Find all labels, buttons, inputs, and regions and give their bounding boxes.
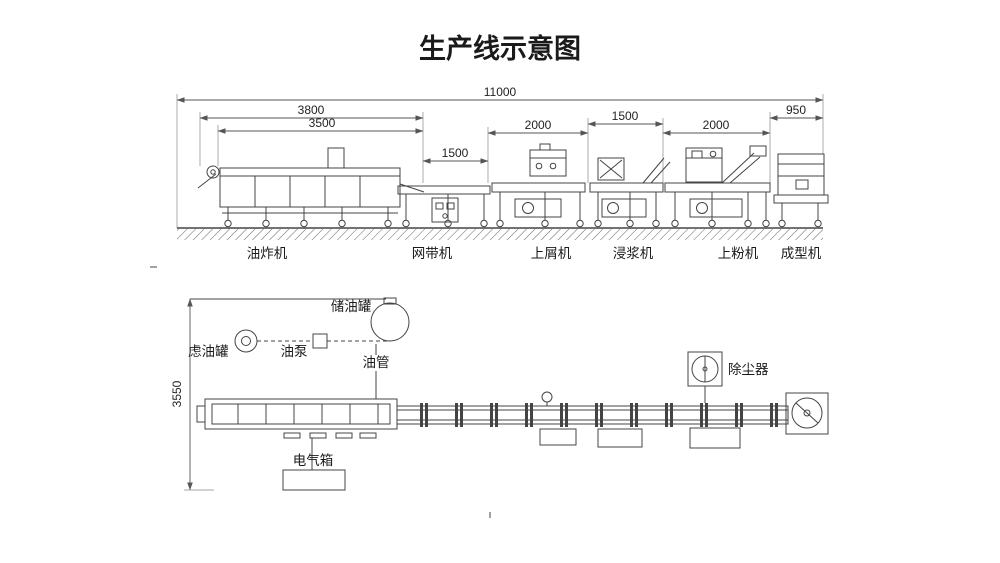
mesh-belt-control-box [431,197,459,223]
machine-batter-dipper-elevation: 浸浆机 [589,157,671,261]
plan-view: 3550 储油罐 虑油罐 油泵 油管 [170,297,829,518]
machine-crumb-coater-elevation: 上屑机 [491,143,586,261]
dimension-1500-b: 1500 [587,109,664,183]
machine-mesh-belt-elevation: 网带机 [397,185,491,261]
dim-2000a: 2000 [525,118,552,132]
ground-hatch [177,227,823,240]
dust-collector: 除尘器 [687,351,769,403]
conveyor-junctions [420,403,778,427]
oil-filter-tank: 虑油罐 [188,329,258,359]
dimension-3800: 3800 [199,103,424,183]
dim-1500b: 1500 [612,109,639,123]
label-dust-collector: 除尘器 [728,362,769,377]
page-title: 生产线示意图 [419,33,581,64]
oil-pump: 油泵 [257,333,390,359]
machine-forming-elevation: 成型机 [773,153,829,261]
oil-storage-tank: 储油罐 [331,297,410,342]
dimension-3500: 3500 [217,116,424,166]
conveyor-top-fitting [541,391,553,403]
dimension-1500-a: 1500 [422,127,489,183]
fryer-legs [224,207,392,228]
dim-2000b: 2000 [703,118,730,132]
plan-dimension-3550: 3550 [170,298,214,491]
dimension-overall: 11000 [176,85,824,228]
oil-pipe: 油管 [363,344,390,399]
label-batter-dipper: 浸浆机 [613,246,654,261]
label-storage-tank: 储油罐 [331,299,372,314]
label-fryer: 油炸机 [247,246,288,261]
plan-end-machine [785,392,829,435]
label-oil-pump: 油泵 [281,344,308,359]
elevation-view: 11000 3800 3500 1500 2000 1500 [150,85,829,268]
dim-1500a: 1500 [442,146,469,160]
label-mesh-belt: 网带机 [412,246,453,261]
dimension-2000-b: 2000 [662,112,771,183]
dim-11000: 11000 [484,85,517,99]
label-oil-pipe: 油管 [363,355,390,370]
dimension-950: 950 [769,103,824,121]
plan-conveyor [396,391,789,449]
dim-3500: 3500 [309,116,336,130]
machine-fryer-elevation: 油炸机 [197,147,425,261]
plan-fryer [196,398,398,439]
label-forming: 成型机 [781,246,822,261]
dim-3550: 3550 [170,380,184,407]
machine-flour-coater-elevation: 上粉机 [664,145,771,261]
dimension-2000-a: 2000 [487,118,589,183]
label-crumb-coater: 上屑机 [531,246,572,261]
label-electric-box: 电气箱 [293,453,334,468]
fryer-chimney [327,147,345,169]
label-flour-coater: 上粉机 [718,246,759,261]
label-filter-tank: 虑油罐 [188,344,229,359]
dim-950: 950 [786,103,806,117]
dim-3800: 3800 [298,103,325,117]
electrical-box: 电气箱 [282,438,346,491]
